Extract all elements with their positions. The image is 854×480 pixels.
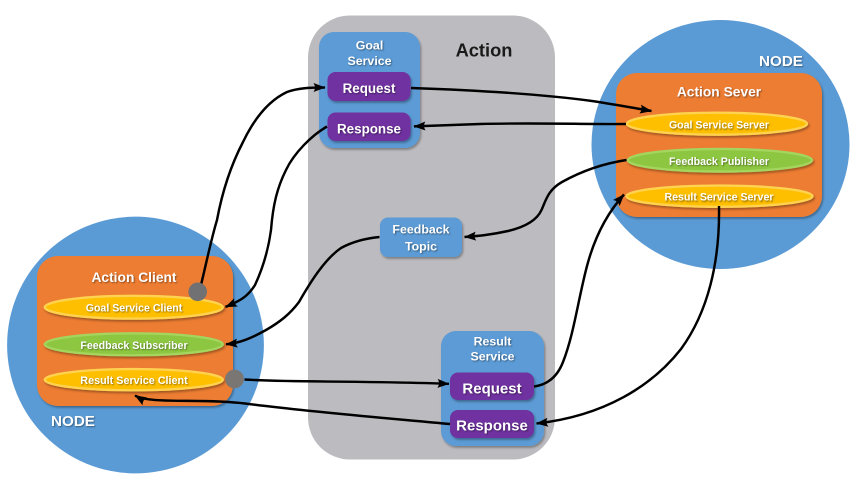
svg-text:Response: Response <box>337 121 401 136</box>
svg-text:Topic: Topic <box>405 239 437 253</box>
svg-text:Response: Response <box>456 417 528 434</box>
svg-text:Service: Service <box>470 350 514 364</box>
svg-text:Feedback Publisher: Feedback Publisher <box>669 156 769 168</box>
svg-text:NODE: NODE <box>759 53 803 70</box>
svg-text:Result Service Client: Result Service Client <box>80 375 188 387</box>
svg-text:Goal Service Client: Goal Service Client <box>86 302 183 314</box>
svg-text:Action Client: Action Client <box>91 270 176 285</box>
svg-text:Feedback: Feedback <box>392 222 449 236</box>
svg-text:Action: Action <box>456 40 513 61</box>
svg-text:Action Sever: Action Sever <box>677 85 762 100</box>
svg-text:Request: Request <box>343 81 396 96</box>
svg-text:Feedback Subscriber: Feedback Subscriber <box>80 340 187 352</box>
svg-text:Goal: Goal <box>356 39 384 53</box>
svg-text:Request: Request <box>462 380 521 397</box>
svg-text:NODE: NODE <box>51 413 95 430</box>
svg-text:Result Service Server: Result Service Server <box>665 192 774 204</box>
svg-text:Result: Result <box>474 335 512 349</box>
svg-text:Service: Service <box>347 54 391 68</box>
svg-text:Goal Service Server: Goal Service Server <box>669 120 769 132</box>
